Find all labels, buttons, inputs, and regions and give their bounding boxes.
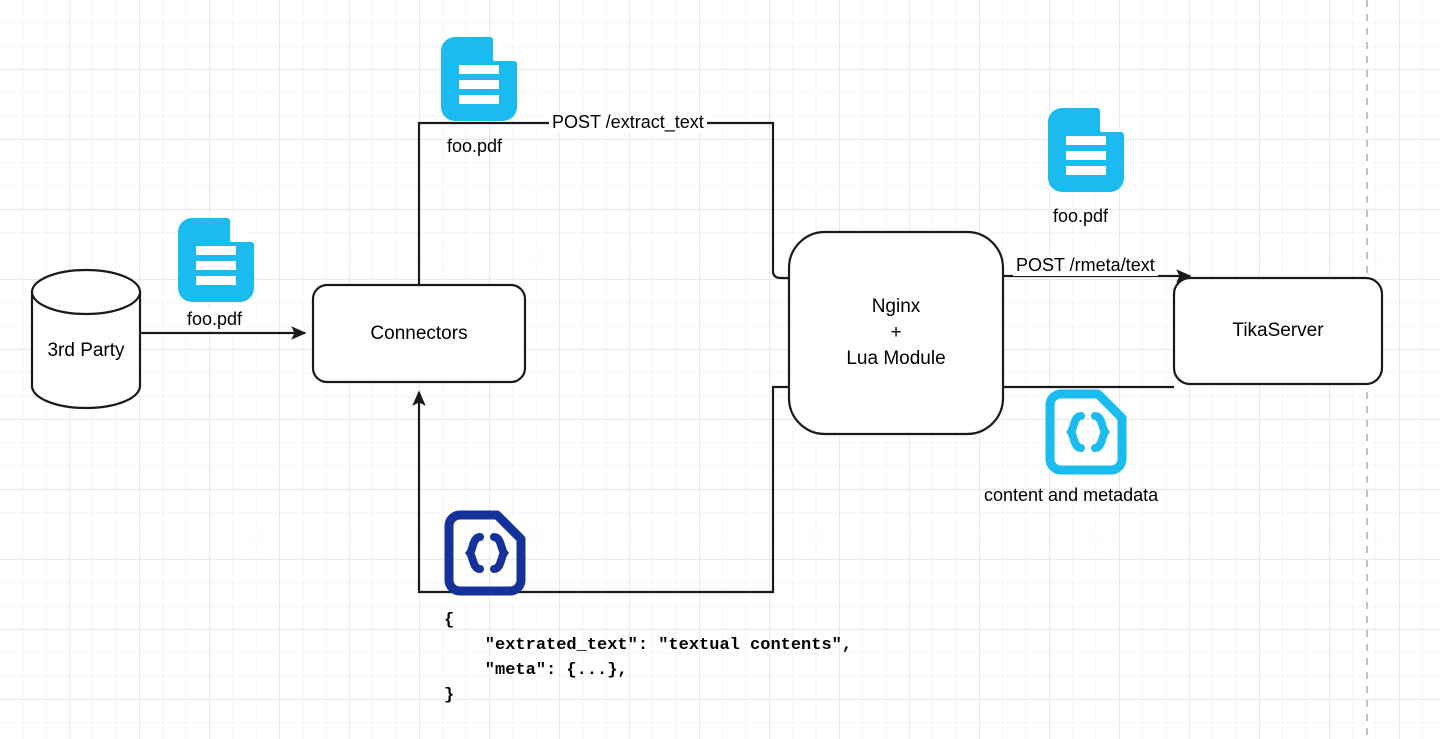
node-connectors-shape	[311, 283, 527, 384]
node-label-connectors: Connectors	[370, 323, 468, 344]
icon-caption-foo-pdf-top: foo.pdf	[447, 136, 503, 156]
node-third-party-shape	[30, 268, 142, 410]
pdf-file-icon	[1044, 104, 1128, 196]
node-nginx-shape	[787, 230, 1005, 436]
edge-label-foo-pdf: foo.pdf	[184, 309, 246, 330]
edge-label-post-rmeta-text: POST /rmeta/text	[1013, 255, 1158, 276]
node-tikaserver-shape	[1172, 276, 1384, 386]
node-label-third-party: 3rd Party	[47, 340, 125, 361]
node-label-nginx: Nginx + Lua Module	[846, 296, 946, 369]
json-file-icon	[442, 509, 528, 597]
json-response-code-sample: { "extrated_text": "textual contents", "…	[444, 611, 853, 705]
icon-caption-content-and-metadata: content and metadata	[984, 485, 1159, 505]
pdf-file-icon	[174, 214, 258, 306]
edge-label-post-extract-text: POST /extract_text	[549, 112, 707, 133]
icon-caption-foo-pdf-right: foo.pdf	[1053, 206, 1109, 226]
node-label-tikaserver: TikaServer	[1232, 320, 1324, 341]
pdf-file-icon	[437, 33, 521, 125]
json-file-icon	[1043, 388, 1129, 476]
edge-connectors-to-nginx-elbow	[771, 270, 789, 280]
